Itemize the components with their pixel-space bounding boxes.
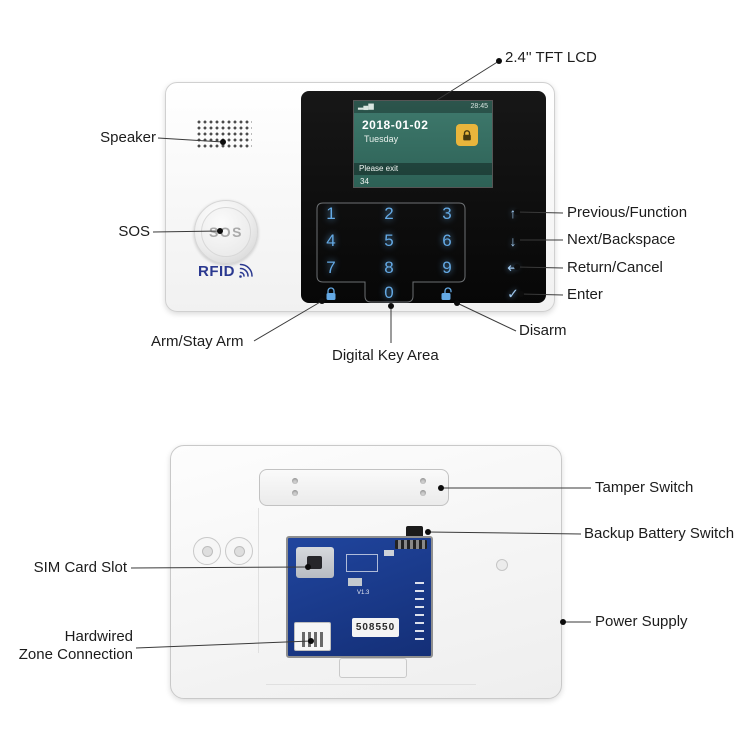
hardwired-zone-connector (294, 622, 331, 651)
key-1: 1 (326, 204, 336, 223)
key-3: 3 (442, 204, 452, 223)
rfid-label: RFID (198, 263, 235, 280)
lcd-armed-lock-icon (456, 124, 478, 146)
sos-button: SOS (194, 200, 258, 264)
lcd-callout-dot (496, 58, 502, 64)
key-2: 2 (384, 204, 394, 223)
bracket-hole (292, 478, 298, 484)
lcd-date: 2018-01-02 (362, 118, 429, 132)
return-key-icon: ↩ (507, 259, 519, 276)
pin-header (395, 540, 427, 549)
tamper-label: Tamper Switch (595, 479, 694, 496)
sim-card-slot (296, 547, 334, 578)
pcb-component (348, 578, 362, 586)
sos-label: SOS (118, 223, 150, 240)
hardwired-zone-label: Hardwired Zone Connection (19, 628, 133, 664)
lcd-time: 28:45 (470, 103, 488, 110)
power-label: Power Supply (595, 613, 688, 630)
serial-number-sticker: 508550 (352, 618, 399, 637)
backup-battery-switch (406, 526, 423, 539)
digital-key-area-label: Digital Key Area (332, 347, 439, 364)
lcd-message: Please exit (354, 163, 492, 175)
keyhole-inner (233, 545, 245, 557)
sim-label: SIM Card Slot (33, 559, 127, 576)
lcd-day: Tuesday (364, 134, 399, 144)
lcd-label: 2.4'' TFT LCD (505, 49, 597, 66)
panel-seam-vertical (258, 508, 259, 653)
front-panel: ▂▄▆ 28:45 2018-01-02 Tuesday Please exit… (301, 91, 546, 303)
key-8: 8 (384, 258, 394, 277)
alarm-panel-front: SOS RFID ▂▄▆ 28:45 2018-01-02 (165, 82, 555, 312)
up-arrow-key-icon: ↑ (509, 205, 517, 221)
disarm-label: Disarm (519, 322, 567, 339)
rfid-area: RFID (198, 263, 253, 280)
key-9: 9 (442, 258, 452, 277)
key-6: 6 (442, 231, 452, 250)
down-arrow-key-icon: ↓ (509, 233, 517, 249)
rfid-waves-icon (239, 263, 253, 278)
sim-slot-inner (307, 556, 322, 569)
arm-label: Arm/Stay Arm (151, 333, 244, 350)
speaker-label: Speaker (100, 129, 156, 146)
lcd-status-bar: ▂▄▆ 28:45 (354, 101, 492, 113)
screw-hole (496, 559, 508, 571)
lcd-screen: ▂▄▆ 28:45 2018-01-02 Tuesday Please exit… (353, 100, 493, 188)
mounting-bracket (259, 469, 449, 506)
key-5: 5 (384, 231, 394, 250)
bracket-hole (420, 490, 426, 496)
next-label: Next/Backspace (567, 231, 676, 248)
hardwired-label-line1: Hardwired (64, 628, 133, 645)
enter-check-key-icon: ✓ (507, 285, 519, 302)
pcb-opening: V1.3 508550 (286, 536, 433, 658)
backup-battery-label: Backup Battery Switch (584, 525, 735, 542)
speaker-grille (196, 119, 252, 149)
bracket-hole (420, 478, 426, 484)
keyhole-inner (201, 545, 213, 557)
keyhole-mount (193, 537, 221, 565)
pcb-version-text: V1.3 (357, 590, 370, 596)
pcb-component (384, 550, 394, 556)
key-7: 7 (326, 258, 336, 277)
lcd-counter: 34 (360, 177, 369, 186)
pcb-silkscreen-box (346, 554, 378, 572)
previous-label: Previous/Function (567, 204, 688, 221)
enter-label: Enter (567, 286, 603, 303)
alarm-panel-back: V1.3 508550 (170, 445, 562, 699)
sos-button-label: SOS (208, 224, 244, 240)
bottom-cutout (339, 658, 407, 678)
signal-bars-icon: ▂▄▆ (358, 103, 374, 110)
key-4: 4 (326, 231, 336, 250)
pcb-silkscreen-labels (415, 582, 424, 644)
key-0: 0 (384, 283, 394, 302)
bracket-hole (292, 490, 298, 496)
hardwired-label-line2: Zone Connection (18, 646, 133, 663)
disarm-unlock-icon (440, 287, 455, 302)
return-label: Return/Cancel (567, 259, 663, 276)
panel-seam-bottom (266, 684, 476, 685)
keyhole-mount (225, 537, 253, 565)
arm-lock-icon (325, 287, 338, 302)
